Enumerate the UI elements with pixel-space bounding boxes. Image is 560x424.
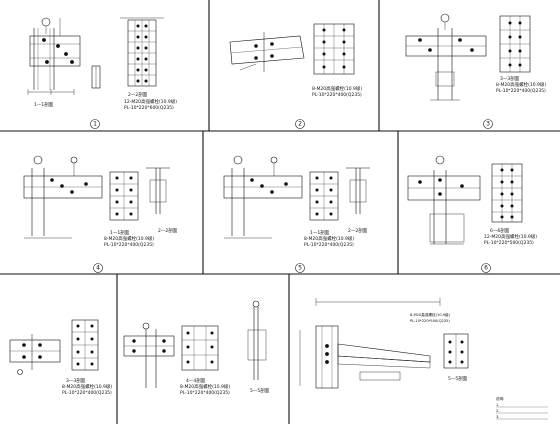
plate-spec: PL-10*220*400(Q235) xyxy=(180,390,230,396)
bolt-plate-grid xyxy=(109,171,139,221)
detail-title: 5—5剖面 xyxy=(250,387,270,394)
beam-column-view xyxy=(405,13,487,101)
bolt-plate-grid xyxy=(491,163,523,223)
bolt-spec: 8-M20高强螺栓(10.9级) xyxy=(410,312,451,317)
note-line: 2. xyxy=(496,409,499,413)
panel-number: 6 xyxy=(484,265,488,272)
beam-splice-view xyxy=(9,334,61,375)
side-section xyxy=(247,300,267,380)
beam-column-view xyxy=(23,155,103,239)
detail-title: 1—1剖面 xyxy=(34,101,54,108)
bolt-plate-grid xyxy=(313,23,355,75)
notes: 说明: 1. 2. 3. xyxy=(496,396,548,420)
panel-5: 1—1剖面 8-M20高强螺栓(10.9级) PL-10*220*400(Q23… xyxy=(223,155,370,273)
panel-number-circle xyxy=(93,263,103,273)
bolt-spec: 8-M20高强螺栓(10.9级) xyxy=(496,81,546,88)
elevation-view xyxy=(27,17,101,95)
note-line: 1. xyxy=(496,403,499,407)
beam-column-view xyxy=(407,155,481,245)
detail-title: 2—2剖面 xyxy=(158,227,178,234)
panel-number-circle xyxy=(295,263,305,273)
cantilever-elevation xyxy=(299,298,441,389)
panel-number-circle xyxy=(483,119,493,129)
bolt-spec: 8-M20高强螺栓(10.9级) xyxy=(312,85,362,92)
notes-title: 说明: xyxy=(496,396,504,401)
bolt-spec: 12-M20高强螺栓(10.9级) xyxy=(484,233,537,240)
plate-spec: PL-10*220*400(Q235) xyxy=(304,242,354,248)
panel-number-circle xyxy=(295,119,305,129)
detail-title: 2—2剖面 xyxy=(348,227,368,234)
beam-column-view xyxy=(223,155,303,239)
panel-number: 3 xyxy=(486,121,490,128)
beam-view xyxy=(229,32,305,72)
panel-3: 3—3剖面 8-M20高强螺栓(10.9级) PL-10*220*400(Q23… xyxy=(405,13,546,129)
bolt-plate-grid xyxy=(181,325,219,371)
panel-number: 2 xyxy=(298,121,302,128)
bolt-spec: 8-M20高强螺栓(10.9级) xyxy=(104,235,154,242)
panel-number: 4 xyxy=(96,265,100,272)
bolt-plate-grid xyxy=(309,171,339,221)
side-section xyxy=(346,167,370,214)
note-line: 3. xyxy=(496,415,499,419)
section-title: 3—3剖面 xyxy=(66,377,86,384)
panel-1: 2—2剖面 12-M20高强螺栓(10.9级) PL-10*220*600(Q2… xyxy=(27,17,177,129)
section-title: 4—4剖面 xyxy=(186,377,206,384)
section-title: 1—1剖面 xyxy=(110,229,130,236)
section-title: 3—3剖面 xyxy=(500,75,520,82)
bolt-spec: 8-M20高强螺栓(10.9级) xyxy=(180,383,230,390)
plate-spec: PL-10*220*600(Q235) xyxy=(124,105,174,111)
plate-spec: PL-10*220*400(Q235) xyxy=(312,92,362,98)
panel-9: 5—5剖面 8-M20高强螺栓(10.9级) PL-10*220*500(Q23… xyxy=(299,298,548,420)
bolt-plate-grid xyxy=(71,319,99,371)
panel-2: 8-M20高强螺栓(10.9级) PL-10*220*400(Q235) 2 xyxy=(229,23,362,129)
plate-spec: PL-10*220*500(Q235) xyxy=(484,240,534,246)
bolt-plate-grid xyxy=(499,15,531,73)
section-title: 1—1剖面 xyxy=(310,229,330,236)
plate-spec: PL-10*220*400(Q235) xyxy=(496,88,546,94)
bolt-spec: 8-M20高强螺栓(10.9级) xyxy=(304,235,354,242)
panel-number-circle xyxy=(90,119,100,129)
section-title: 5—5剖面 xyxy=(448,375,468,382)
plate-spec: PL-10*220*400(Q235) xyxy=(62,390,112,396)
bolt-spec: 12-M20高强螺栓(10.9级) xyxy=(124,98,177,105)
cap-section xyxy=(443,333,469,369)
panel-6: 6—6剖面 12-M20高强螺栓(10.9级) PL-10*220*500(Q2… xyxy=(407,155,537,273)
plate-spec: PL-10*220*500(Q235) xyxy=(410,319,450,323)
section-title: 6—6剖面 xyxy=(490,227,510,234)
bolt-plate-grid xyxy=(120,17,164,87)
panel-number-circle xyxy=(481,263,491,273)
panel-4: 1—1剖面 8-M20高强螺栓(10.9级) PL-10*220*400(Q23… xyxy=(23,155,178,273)
panel-number: 1 xyxy=(93,121,97,128)
plate-spec: PL-10*220*400(Q235) xyxy=(104,242,154,248)
bolt-spec: 8-M20高强螺栓(10.9级) xyxy=(62,383,112,390)
panel-7: 3—3剖面 8-M20高强螺栓(10.9级) PL-10*220*400(Q23… xyxy=(9,319,112,396)
panel-8: 4—4剖面 8-M20高强螺栓(10.9级) PL-10*220*400(Q23… xyxy=(123,300,270,396)
side-section xyxy=(146,167,170,214)
beam-column-view xyxy=(123,322,175,388)
panel-number: 5 xyxy=(298,265,302,272)
section-title: 2—2剖面 xyxy=(128,91,148,98)
